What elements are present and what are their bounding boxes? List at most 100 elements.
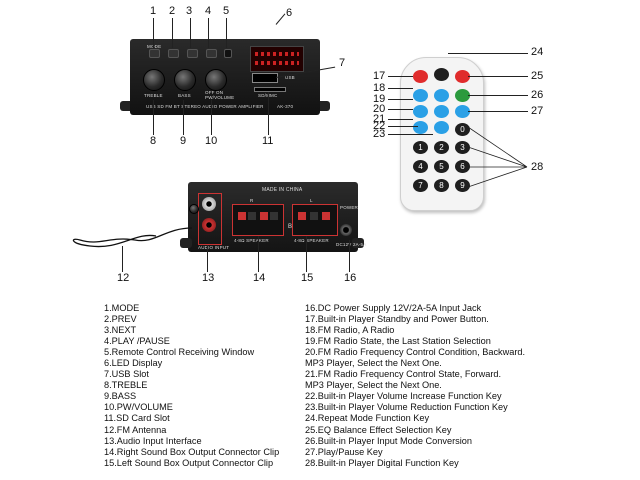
callout-4: 4: [205, 5, 212, 17]
terminal-red-3[interactable]: [298, 212, 306, 220]
terminal-red-2[interactable]: [260, 212, 268, 220]
callout-26: 26: [531, 89, 544, 101]
play-pause-remote-button[interactable]: [455, 105, 470, 118]
power-label: POWER: [340, 205, 359, 210]
digit-0-button[interactable]: 0: [455, 123, 470, 136]
terminal-black-3[interactable]: [310, 212, 318, 220]
callout-23: 23: [373, 128, 386, 140]
sd-card-slot[interactable]: [254, 87, 286, 92]
bass-knob[interactable]: [174, 69, 196, 91]
digit-8-button[interactable]: 8: [434, 179, 449, 192]
mode-switch-button[interactable]: [455, 89, 470, 102]
bass-label: BASS: [178, 93, 191, 98]
legend-item: 21.FM Radio Frequency Control State, For…: [305, 369, 502, 380]
lead-11: [268, 92, 269, 135]
callout-8: 8: [150, 135, 157, 147]
speaker-l-label: 4-8Ω SPEAKER: [294, 238, 329, 243]
terminal-black-2[interactable]: [270, 212, 278, 220]
legend-item: 15.Left Sound Box Output Connector Clip: [104, 457, 274, 468]
digit-7-button[interactable]: 7: [413, 179, 428, 192]
digit-2-button[interactable]: 2: [434, 141, 449, 154]
dc-jack[interactable]: [340, 224, 352, 236]
treble-knob[interactable]: [143, 69, 165, 91]
callout-3: 3: [186, 5, 193, 17]
legend-item: 3.NEXT: [104, 325, 137, 336]
fm-radio-button[interactable]: [413, 89, 428, 102]
vol-down-button[interactable]: [434, 121, 449, 134]
lead-22: [388, 126, 418, 127]
rca-jack-red[interactable]: [202, 218, 216, 232]
legend-item: MP3 Player, Select the Next One.: [305, 380, 442, 391]
lead-13: [207, 245, 208, 272]
legend-item: 8.TREBLE: [104, 380, 148, 391]
callout-24: 24: [531, 46, 544, 58]
lead-10: [211, 100, 212, 135]
lead-21: [388, 119, 413, 120]
mounting-ear-left: [120, 101, 134, 111]
speaker-terminal-left[interactable]: [292, 204, 338, 236]
power-standby-button[interactable]: [413, 70, 428, 83]
callout-11: 11: [262, 135, 274, 147]
legend-item: 18.FM Radio, A Radio: [305, 325, 395, 336]
lch-label: L: [310, 198, 313, 203]
speaker-terminal-right[interactable]: [232, 204, 284, 236]
prev-button[interactable]: [168, 49, 179, 58]
lead-6: [275, 13, 286, 25]
remote-control: 0 1 2 3 4 5 6 7 8 9: [400, 57, 484, 211]
legend-item: 12.FM Antenna: [104, 424, 167, 435]
terminal-red-1[interactable]: [238, 212, 246, 220]
mode-label: MODE: [147, 44, 162, 49]
lead-26: [468, 95, 528, 96]
volume-knob[interactable]: [205, 69, 227, 91]
lead-17: [388, 76, 413, 77]
antenna-connector[interactable]: [189, 204, 199, 214]
play-pause-button[interactable]: [206, 49, 217, 58]
legend-item: 10.PW/VOLUME: [104, 402, 173, 413]
terminal-black-1[interactable]: [248, 212, 256, 220]
legend-right: 16.DC Power Supply 12V/2A-5A Input Jack …: [305, 303, 635, 469]
lead-1: [153, 18, 154, 48]
callout-27: 27: [531, 105, 544, 117]
next-button[interactable]: [187, 49, 198, 58]
ir-receiver-window: [224, 49, 232, 58]
repeat-mode-button[interactable]: [434, 68, 449, 81]
eq-button[interactable]: [455, 70, 470, 83]
bracket-28: [467, 126, 528, 188]
digit-5-button[interactable]: 5: [434, 160, 449, 173]
legend-item: 27.Play/Pause Key: [305, 446, 383, 457]
callout-6: 6: [286, 7, 293, 19]
lead-12: [122, 246, 123, 272]
legend-item: 24.Repeat Mode Function Key: [305, 413, 430, 424]
terminal-red-4[interactable]: [322, 212, 330, 220]
digit-9-button[interactable]: 9: [455, 179, 470, 192]
rca-jack-white[interactable]: [202, 197, 216, 211]
digit-3-button[interactable]: 3: [455, 141, 470, 154]
digit-1-button[interactable]: 1: [413, 141, 428, 154]
legend-item: 9.BASS: [104, 391, 137, 402]
backward-button[interactable]: [434, 105, 449, 118]
legend-item: 20.FM Radio Frequency Control Condition,…: [305, 347, 526, 358]
fm-antenna-wire: [72, 227, 193, 248]
callout-1: 1: [150, 5, 157, 17]
prev-station-button[interactable]: [413, 105, 428, 118]
mode-button[interactable]: [149, 49, 160, 58]
legend-item: 26.Built-in Player Input Mode Conversion: [305, 435, 472, 446]
digit-6-button[interactable]: 6: [455, 160, 470, 173]
legend-item: 7.USB Slot: [104, 369, 149, 380]
lead-15: [306, 236, 307, 272]
vol-up-button[interactable]: [434, 89, 449, 102]
forward-button[interactable]: [413, 121, 428, 134]
sd-label: SD/MMC: [258, 93, 277, 98]
callout-2: 2: [169, 5, 176, 17]
lead-8: [153, 100, 154, 135]
lead-2: [172, 18, 173, 48]
off-on-label: OFF ON: [205, 90, 224, 95]
amplifier-back-view: MADE IN CHINA POWER AUDIO INPUT R 4-8Ω S…: [180, 182, 366, 262]
lead-5: [226, 18, 227, 48]
digit-4-button[interactable]: 4: [413, 160, 428, 173]
legend-item: 6.LED Display: [104, 358, 163, 369]
lead-3: [190, 18, 191, 48]
callout-16: 16: [344, 272, 357, 284]
usb-slot[interactable]: [252, 73, 278, 83]
callout-5: 5: [223, 5, 230, 17]
